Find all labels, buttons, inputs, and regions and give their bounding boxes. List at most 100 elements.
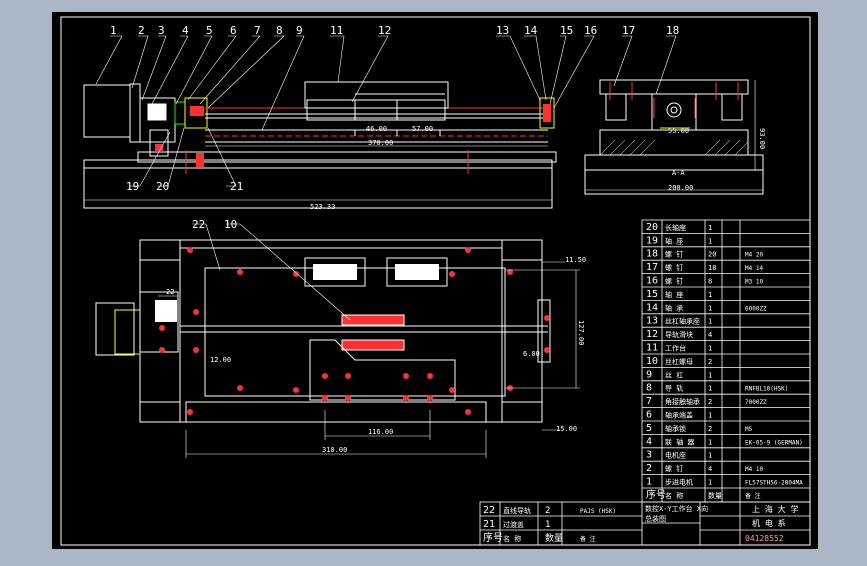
bom-cell-qty: 2 <box>708 425 712 433</box>
bom-cell-spec: M5 <box>745 426 753 433</box>
balloon-8: 8 <box>276 24 283 37</box>
bom-cell-name: 轴 承 <box>665 303 683 312</box>
bom-cell-name: 导轨滑块 <box>665 330 693 339</box>
bom-cell-name: 角接触轴承 <box>665 397 700 406</box>
title-block-lines <box>479 501 811 546</box>
balloon-20: 20 <box>156 180 169 193</box>
bom-cell-name: 螺 钉 <box>665 250 683 259</box>
section-view <box>584 79 764 195</box>
title-header-qty: 数量 <box>545 532 563 544</box>
bom-cell-no: 3 <box>646 450 652 461</box>
balloon-17: 17 <box>622 24 635 37</box>
bom-cell-spec: RNFBL10(HSK) <box>745 386 788 393</box>
bom-cell-qty: 1 <box>708 371 712 379</box>
bom-cell-name: 工作台 <box>665 344 686 353</box>
top-slider-a <box>304 257 366 287</box>
balloon-2: 2 <box>138 24 145 37</box>
bom-cell-no: 14 <box>646 302 658 313</box>
bom-cell-qty: 1 <box>708 452 712 460</box>
balloon-22: 22 <box>192 218 205 231</box>
title-cell-qty: 1 <box>545 520 550 530</box>
bom-cell-no: 11 <box>646 343 658 354</box>
bom-cell-name: 丝杠螺母 <box>665 357 693 366</box>
bom-cell-name: 轴承锁 <box>665 424 686 433</box>
bom-cell-name: 电机座 <box>665 451 686 460</box>
balloon-5: 5 <box>206 24 213 37</box>
bom-cell-spec: 6000ZZ <box>745 305 767 312</box>
bom-cell-no: 1 <box>646 477 652 488</box>
bom-cell-spec: EK-05-9 (GERMAN) <box>745 439 803 446</box>
bom-cell-no: 8 <box>646 383 652 394</box>
title-header-spec: 备 注 <box>580 535 596 543</box>
bom-cell-no: 15 <box>646 289 658 300</box>
balloon-6: 6 <box>230 24 237 37</box>
bom-cell-name: 长轴座 <box>665 223 686 232</box>
dim-12: 12.00 <box>210 356 231 364</box>
dim-93: 93.00 <box>758 128 766 149</box>
title-cell-spec: PAJS (HSK) <box>580 508 616 515</box>
bom-cell-spec: M4 20 <box>745 252 763 259</box>
front-base-frame <box>83 159 553 209</box>
balloon-3: 3 <box>158 24 165 37</box>
bom-cell-qty: 1 <box>708 438 712 446</box>
bom-cell-spec: FL57STH56-2804MA <box>745 480 803 487</box>
dim-46: 46.00 <box>366 125 387 133</box>
title-cell-name: 直线导轨 <box>503 506 531 515</box>
bom-cell-no: 9 <box>646 369 652 380</box>
bom-cell-name: 轴 座 <box>665 290 683 299</box>
bom-cell-spec: M3 10 <box>745 279 763 286</box>
title-cell-no: 22 <box>483 505 495 516</box>
bom-cell-qty: 1 <box>708 479 712 487</box>
bom-cell-name: 丝杠轴承座 <box>665 317 700 326</box>
bom-cell-qty: 1 <box>708 291 712 299</box>
bom-cell-no: 20 <box>646 222 658 233</box>
bom-cell-name: 步进电机 <box>665 478 693 487</box>
dim-370: 370.00 <box>368 139 393 147</box>
school-name: 上 海 大 学 <box>752 504 798 514</box>
dim-116: 116.00 <box>368 428 393 436</box>
dim-22: 22 <box>166 288 174 296</box>
bom-cell-no: 4 <box>646 436 652 447</box>
top-slider-b <box>386 257 448 287</box>
bom-cell-qty: 20 <box>708 251 716 259</box>
bom-cell-qty: 1 <box>708 304 712 312</box>
bom-cell-name: 螺 钉 <box>665 277 683 286</box>
balloon-21: 21 <box>230 180 243 193</box>
bom-cell-no: 6 <box>646 410 652 421</box>
dim-55: 55.00 <box>668 127 689 135</box>
bom-cell-qty: 1 <box>708 318 712 326</box>
section-base <box>584 169 764 195</box>
bom-cell-no: 5 <box>646 423 652 434</box>
bom-cell-name: 联 轴 器 <box>665 437 694 446</box>
bom-cell-qty: 1 <box>708 412 712 420</box>
bom-cell-no: 12 <box>646 329 658 340</box>
work-table <box>304 81 449 109</box>
title-block-text: 数控X-Y工作台 X向 总装图 上 海 大 学 机 电 系 04128552 <box>645 504 798 543</box>
bom-header-qty: 数量 <box>708 491 722 500</box>
bom-cell-qty: 8 <box>708 278 712 286</box>
bom-header-spec: 备 注 <box>745 492 761 500</box>
bom-cell-qty: 4 <box>708 331 712 339</box>
bom-cell-name: 轴承端盖 <box>665 411 693 420</box>
drawing-number: 04128552 <box>745 534 784 543</box>
dim-200: 200.00 <box>668 184 693 192</box>
title-cell-name: 过渡盖 <box>503 520 524 529</box>
bom-cell-qty: 1 <box>708 385 712 393</box>
balloon-11: 11 <box>330 24 343 37</box>
leader-lines <box>95 35 677 321</box>
bom-cell-no: 10 <box>646 356 658 367</box>
bom-cell-name: 螺 钉 <box>665 464 683 473</box>
bom-cell-no: 16 <box>646 276 658 287</box>
bom-cell-no: 18 <box>646 249 658 260</box>
balloon-12: 12 <box>378 24 391 37</box>
balloon-1: 1 <box>110 24 117 37</box>
department-name: 机 电 系 <box>752 518 786 528</box>
title-header-name: 名 称 <box>503 534 521 543</box>
bom-cell-spec: M4 14 <box>745 265 763 272</box>
bom-cell-name: 丝 杠 <box>665 370 683 379</box>
balloon-15: 15 <box>560 24 573 37</box>
dim-310: 310.00 <box>322 446 347 454</box>
